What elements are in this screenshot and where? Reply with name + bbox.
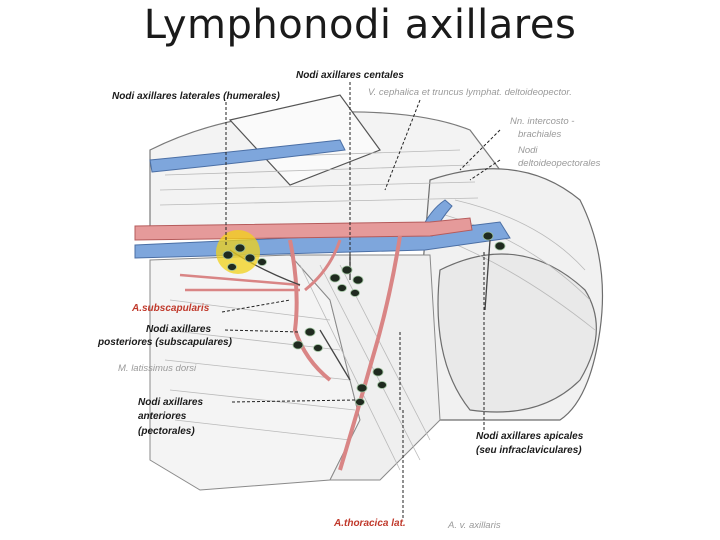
- lymph-nodes: [222, 231, 506, 406]
- axillary-artery: [134, 217, 473, 241]
- label-a-subscapularis: A.subscapularis: [132, 303, 210, 314]
- serratus-region: [288, 254, 441, 481]
- label-a-v-axillaris: A. v. axillaris: [448, 520, 501, 531]
- leader-lines: [221, 82, 501, 520]
- label-anteriores-1: Nodi axillares: [138, 397, 204, 408]
- subscapular-artery: [288, 239, 332, 382]
- label-deltoideopect-1: Nodi: [518, 145, 538, 156]
- label-m-latissimus: M. latissimus dorsi: [118, 363, 197, 374]
- label-nodi-laterales: Nodi axillares laterales (humerales): [112, 91, 280, 102]
- artery-branch: [304, 239, 342, 292]
- label-anteriores-2: anteriores: [138, 411, 187, 422]
- label-apicales-2: (seu infraclaviculares): [476, 445, 582, 456]
- label-v-cephalica: V. cephalica et truncus lymphat. deltoid…: [368, 87, 572, 98]
- label-intercosto-1: Nn. intercosto -: [510, 116, 575, 127]
- humeral-head: [437, 253, 597, 413]
- clavicle-region: [228, 94, 381, 186]
- label-deltoideopect-2: deltoideopectorales: [518, 158, 601, 169]
- cephalic-vein: [149, 139, 346, 173]
- label-anteriores-3: (pectorales): [138, 426, 195, 437]
- label-intercosto-2: brachiales: [518, 129, 562, 140]
- label-posteriores-2: posteriores (subscapulares): [98, 337, 232, 348]
- vessel-fan: [179, 273, 301, 292]
- page-title: Lymphonodi axillares: [143, 2, 577, 48]
- label-nodi-centrales: Nodi axillares centales: [296, 70, 404, 81]
- label-apicales-1: Nodi axillares apicales: [476, 431, 584, 442]
- label-posteriores-1: Nodi axillares: [146, 324, 212, 335]
- label-a-thoracica-lat: A.thoracica lat.: [334, 518, 406, 529]
- thoracica-lat-artery: [338, 235, 402, 471]
